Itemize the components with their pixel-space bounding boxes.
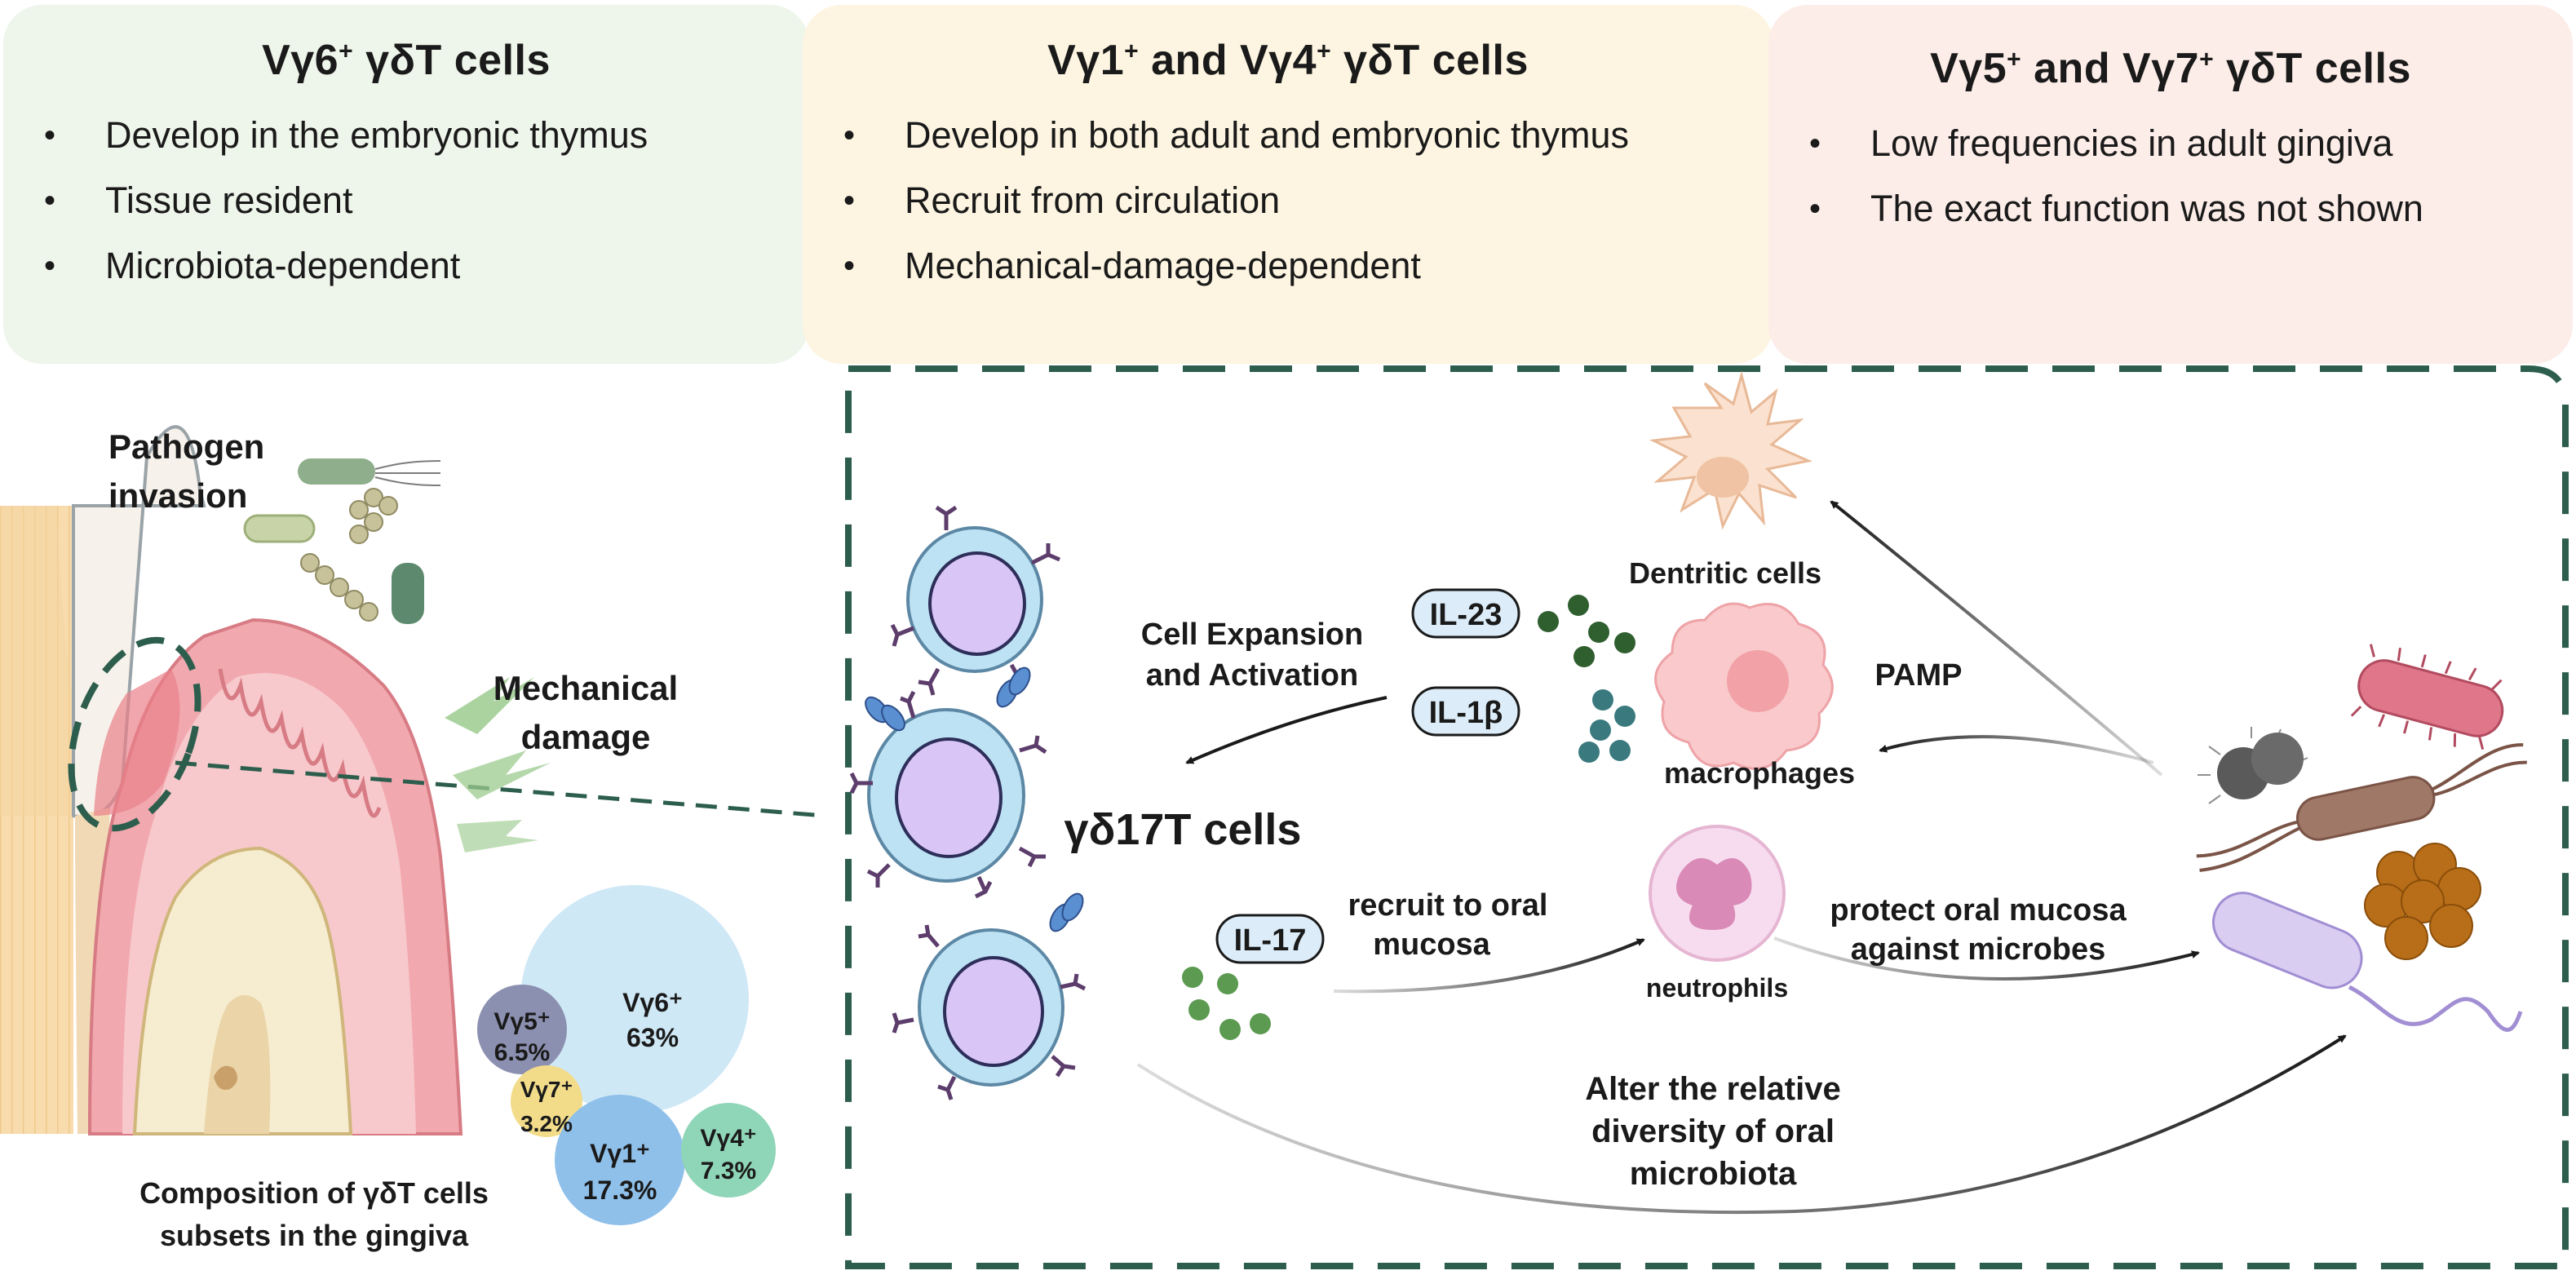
pathogen-label-2: invasion	[108, 476, 247, 515]
svg-text:IL-23: IL-23	[1430, 598, 1503, 632]
macrophages-label: macrophages	[1664, 756, 1855, 790]
bubble-vg5	[477, 985, 567, 1074]
arrow-expansion	[1185, 696, 1388, 764]
vg7-value: 3.2%	[520, 1111, 573, 1136]
expansion-label-1: Cell Expansion	[1141, 618, 1363, 652]
alter-label-1: Alter the relative	[1585, 1071, 1840, 1107]
bullet-list: Develop in the embryonic thymus Tissue r…	[3, 103, 809, 299]
vg6-value: 63%	[626, 1023, 679, 1052]
arrow-to-macrophage	[1879, 735, 2154, 764]
dendritic-label: Dentritic cells	[1629, 556, 1821, 590]
neutrophil	[1649, 825, 1786, 962]
gd17t-cell-middle	[849, 666, 1047, 899]
bullet-list: Develop in both adult and embryonic thym…	[803, 103, 1773, 299]
pathogen-label-1: Pathogen	[108, 427, 264, 466]
bullet-item: Low frequencies in adult gingiva	[1768, 111, 2573, 176]
mech-label-2: damage	[521, 718, 651, 756]
bullet-item: The exact function was not shown	[1768, 176, 2573, 241]
panel-vg6: Vγ6+ γδT cells Develop in the embryonic …	[3, 5, 809, 364]
arrow-to-dendritic	[1830, 500, 2163, 777]
panel-vg1-vg4: Vγ1+ and Vγ4+ γδT cells Develop in both …	[803, 5, 1773, 364]
bullet-item: Microbiota-dependent	[3, 233, 809, 299]
panel-title: Vγ1+ and Vγ4+ γδT cells	[1047, 37, 1529, 84]
vg4-name: Vγ4⁺	[700, 1125, 756, 1152]
macrophage	[1654, 602, 1834, 770]
vg6-name: Vγ6⁺	[622, 988, 683, 1017]
bullet-list: Low frequencies in adult gingiva The exa…	[1768, 111, 2573, 241]
alter-label-2: diversity of oral	[1591, 1113, 1835, 1149]
vg1-name: Vγ1⁺	[590, 1139, 650, 1168]
svg-text:IL-1β: IL-1β	[1429, 696, 1503, 730]
protect-label-1: protect oral mucosa	[1830, 893, 2127, 927]
neutrophils-label: neutrophils	[1646, 973, 1788, 1003]
il23-dots	[1538, 595, 1635, 667]
expansion-label-2: and Activation	[1146, 658, 1358, 693]
bullet-item: Mechanical-damage-dependent	[803, 233, 1773, 299]
composition-caption-2: subsets in the gingiva	[160, 1219, 469, 1252]
microbes-cluster	[2196, 644, 2527, 1032]
gd17t-cell-bottom	[892, 892, 1087, 1100]
gingival-sulcus-highlight	[68, 636, 201, 832]
panel-title: Vγ6+ γδT cells	[262, 37, 551, 84]
bubble-vg4	[681, 1103, 776, 1198]
arrow-alter	[1136, 1034, 2347, 1215]
bubble-vg1	[555, 1095, 685, 1225]
il17-dots	[1182, 967, 1271, 1040]
svg-text:IL-17: IL-17	[1234, 923, 1307, 958]
arrow-recruit	[1333, 938, 1645, 994]
il17-pill: IL-17	[1215, 914, 1325, 964]
vg5-name: Vγ5⁺	[494, 1008, 550, 1035]
connector-line	[175, 760, 825, 818]
composition-caption-1: Composition of γδT cells	[139, 1176, 489, 1210]
bullet-item: Recruit from circulation	[803, 168, 1773, 233]
vg7-name: Vγ7⁺	[520, 1077, 573, 1102]
mech-label-1: Mechanical	[494, 669, 678, 707]
panel-title: Vγ5+ and Vγ7+ γδT cells	[1930, 45, 2411, 92]
arrow-protect	[1773, 936, 2200, 981]
dashed-frame	[845, 365, 2569, 1269]
recruit-label-1: recruit to oral	[1348, 888, 1548, 923]
bullet-item: Develop in the embryonic thymus	[3, 103, 809, 168]
bubble-vg6	[520, 885, 749, 1113]
bubble-vg7	[511, 1065, 582, 1137]
il1b-pill: IL-1β	[1411, 686, 1520, 737]
bullet-item: Develop in both adult and embryonic thym…	[803, 103, 1773, 168]
vg4-value: 7.3%	[701, 1158, 756, 1184]
il1b-dots	[1578, 689, 1635, 763]
recruit-label-2: mucosa	[1373, 927, 1490, 962]
vg1-value: 17.3%	[583, 1175, 657, 1205]
vg5-value: 6.5%	[494, 1039, 550, 1066]
pamp-label: PAMP	[1875, 658, 1963, 693]
gingiva-illustration	[0, 425, 825, 1136]
subset-bubbles: Vγ6⁺ 63% Vγ5⁺ 6.5% Vγ7⁺ 3.2% Vγ1⁺ 17.3% …	[477, 885, 776, 1225]
alter-label-3: microbiota	[1630, 1156, 1797, 1192]
il23-pill: IL-23	[1411, 588, 1520, 639]
bullet-item: Tissue resident	[3, 168, 809, 233]
gd17t-cell-top	[890, 505, 1060, 696]
panel-vg5-vg7: Vγ5+ and Vγ7+ γδT cells Low frequencies …	[1768, 5, 2573, 364]
protect-label-2: against microbes	[1851, 932, 2106, 967]
dendritic-cell	[1649, 370, 1812, 530]
gd17t-label: γδ17T cells	[1064, 805, 1302, 854]
